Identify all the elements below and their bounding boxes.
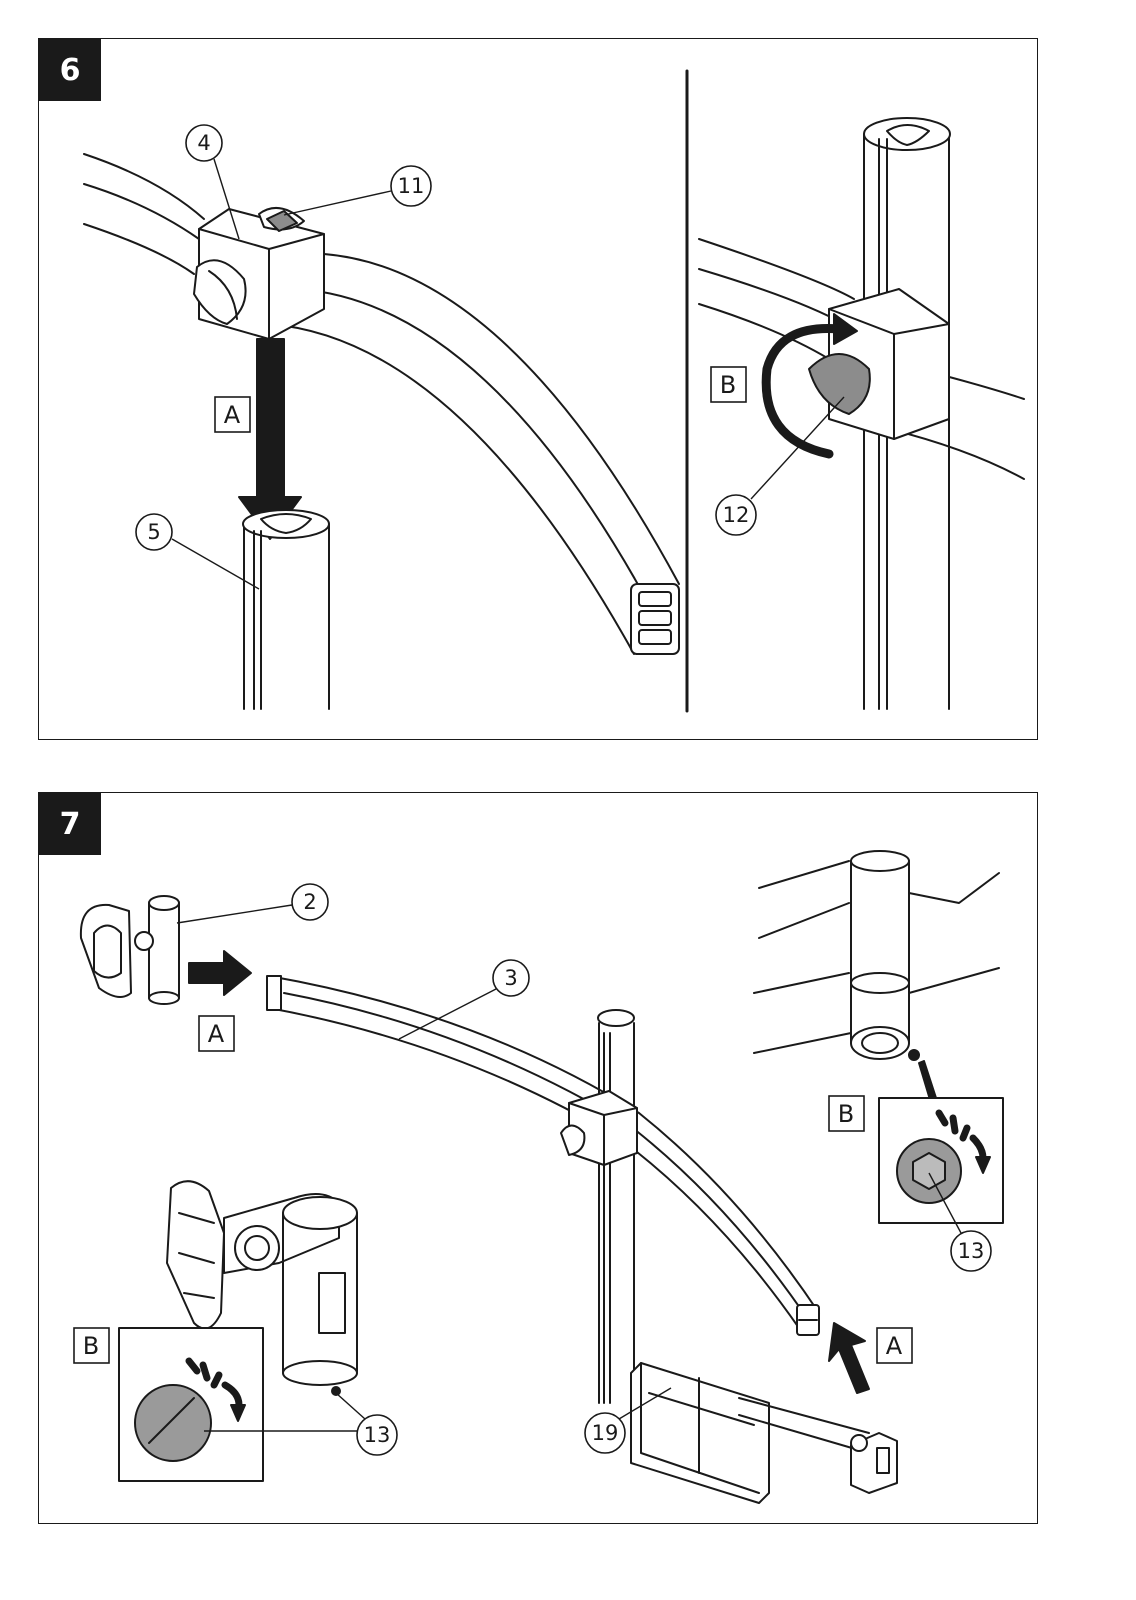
arrow-a-shaft xyxy=(257,339,284,509)
bar-right-scene-upper xyxy=(699,239,854,299)
callout-12-text: 12 xyxy=(723,503,750,527)
label-b-text: B xyxy=(720,371,736,399)
arrow-a-right xyxy=(189,951,251,995)
label-a-text: A xyxy=(224,401,241,429)
step-6-panel: 6 xyxy=(38,38,1038,740)
bar-left-upper-edge xyxy=(84,154,204,219)
wall-plate xyxy=(167,1181,224,1328)
bar-right-lower-edge xyxy=(269,324,634,654)
bar-right-mid-edge xyxy=(299,289,657,619)
arrow-a-diagonal xyxy=(829,1323,869,1393)
label-b-left-text: B xyxy=(83,1332,99,1360)
bar-right-upper-edge xyxy=(324,254,679,584)
callout-11-text: 11 xyxy=(398,174,425,198)
callout-5-text: 5 xyxy=(147,520,160,544)
step-7-illustration: 2 3 13 13 19 A B A B xyxy=(39,793,1039,1525)
knob-12 xyxy=(809,354,870,414)
callout-19-text: 19 xyxy=(592,1421,619,1445)
callout-2-text: 2 xyxy=(303,890,316,914)
callout-4-text: 4 xyxy=(197,131,210,155)
holder-2-tube xyxy=(149,903,179,998)
bar-3-mid xyxy=(284,993,809,1321)
callout-13-left-text: 13 xyxy=(364,1423,391,1447)
screw-head-left xyxy=(135,1385,211,1461)
step-7-panel: 7 xyxy=(38,792,1038,1524)
hinge-upper xyxy=(759,861,849,938)
step-6-illustration: 4 11 5 12 A B xyxy=(39,39,1039,741)
label-b-right-text: B xyxy=(838,1100,854,1128)
callout-3-text: 3 xyxy=(504,966,517,990)
bar-left-lower-edge xyxy=(84,224,194,274)
callout-13-right-text: 13 xyxy=(958,1239,985,1263)
holder-2-plate xyxy=(81,905,131,997)
post-5-outline xyxy=(244,524,329,709)
label-a-right-text: A xyxy=(886,1332,903,1360)
label-a-left-text: A xyxy=(208,1020,225,1048)
hinge-lower xyxy=(754,973,851,1053)
